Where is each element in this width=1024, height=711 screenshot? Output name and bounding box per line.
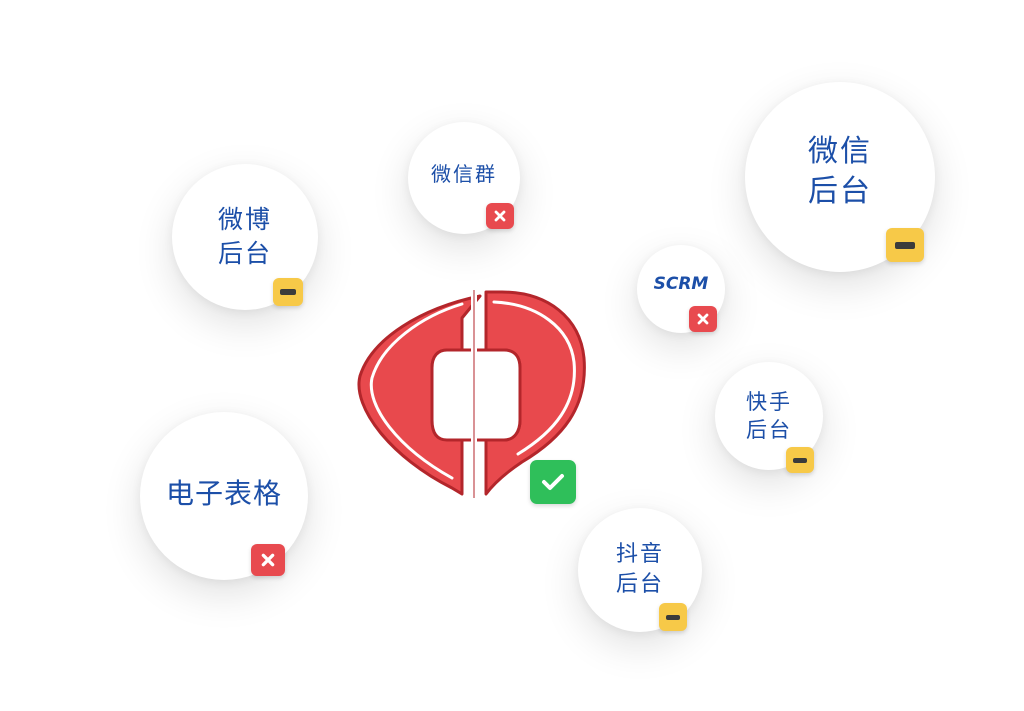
bubble-label: 微信群 [431,161,497,186]
close-icon [251,544,285,576]
bubble-label: 微博 后台 [217,205,272,268]
close-icon [486,203,514,229]
brand-logo [357,290,586,498]
bubble-label: 抖音 后台 [615,542,664,597]
bubble-label: 快手 后台 [746,389,792,442]
bubble-label: 微信 后台 [808,133,872,210]
bubble-label: 电子表格 [165,477,282,511]
bubble-spreadsheet: 电子表格 [140,412,308,580]
minus-icon [659,603,687,631]
check-icon [530,460,576,504]
minus-icon [273,278,303,306]
minus-icon [886,228,924,262]
close-icon [689,306,717,332]
bubble-weibo-backend: 微博 后台 [172,164,318,310]
minus-icon [786,447,814,473]
bubble-label: SCRM [653,273,709,294]
